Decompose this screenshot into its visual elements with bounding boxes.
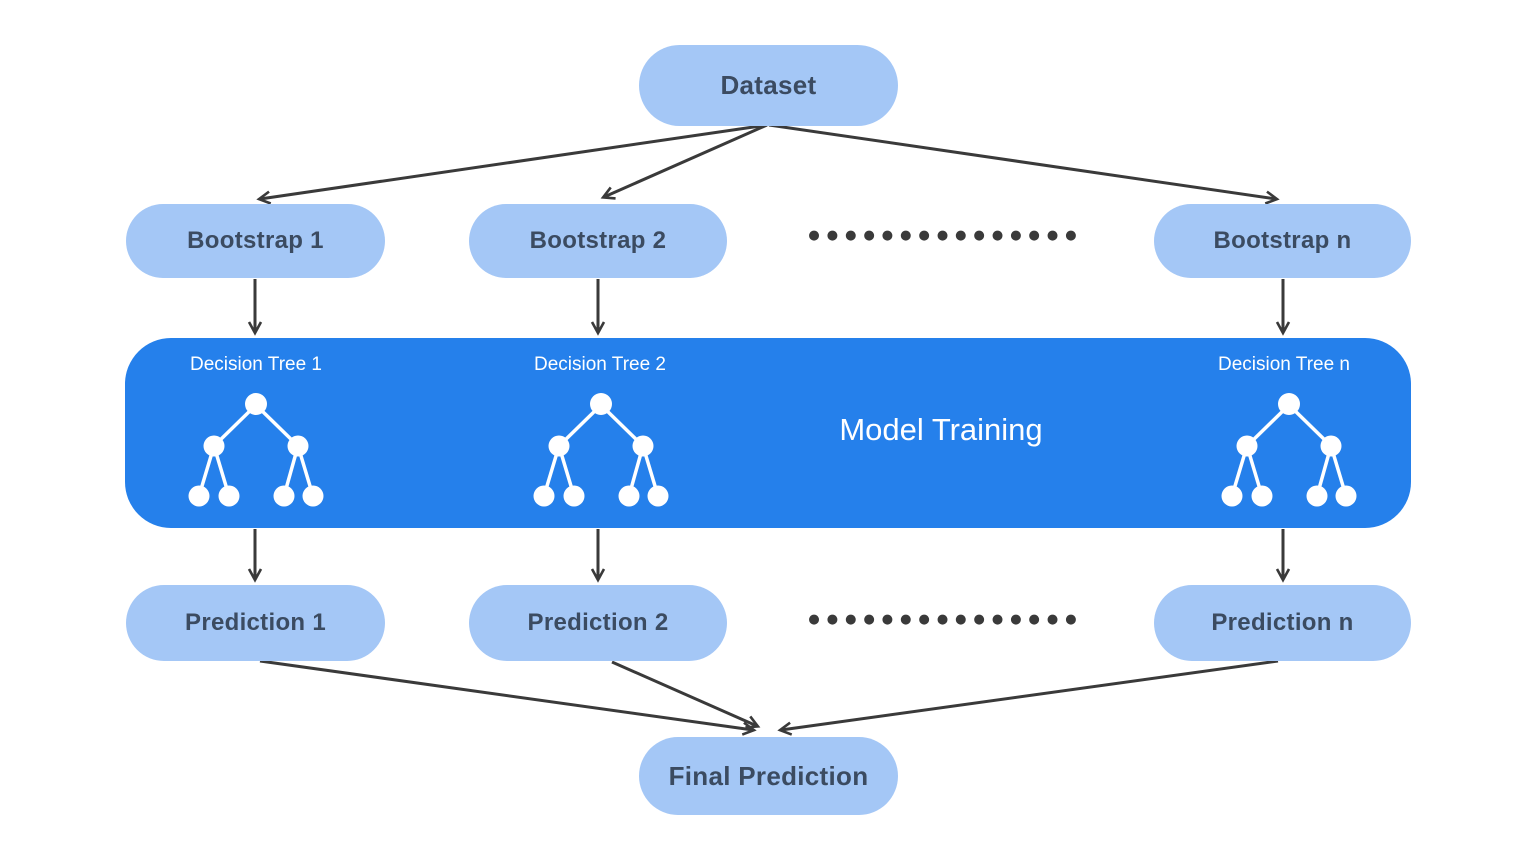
model-training-label: Model Training (839, 412, 1043, 447)
ellipsis-dots-bottom: ●●●●●●●●●●●●●●● (808, 612, 1084, 627)
decision-tree-icon (1221, 393, 1357, 507)
node-prediction-2: Prediction 2 (469, 585, 727, 661)
decision-tree-2-label: Decision Tree 2 (533, 354, 667, 375)
node-bootstrap-1: Bootstrap 1 (126, 204, 385, 278)
node-final-prediction: Final Prediction (639, 737, 898, 815)
decision-tree-icon (188, 393, 324, 507)
decision-tree-icon (533, 393, 669, 507)
decision-tree-n-label: Decision Tree n (1217, 354, 1351, 375)
decision-tree-1-label: Decision Tree 1 (189, 354, 323, 375)
model-training-band: Decision Tree 1 Decision Tree 2 Decision… (125, 338, 1411, 528)
node-prediction-1: Prediction 1 (126, 585, 385, 661)
node-dataset: Dataset (639, 45, 898, 126)
ellipsis-dots-top: ●●●●●●●●●●●●●●● (808, 228, 1084, 243)
node-prediction-n: Prediction n (1154, 585, 1411, 661)
node-bootstrap-n: Bootstrap n (1154, 204, 1411, 278)
node-bootstrap-2: Bootstrap 2 (469, 204, 727, 278)
